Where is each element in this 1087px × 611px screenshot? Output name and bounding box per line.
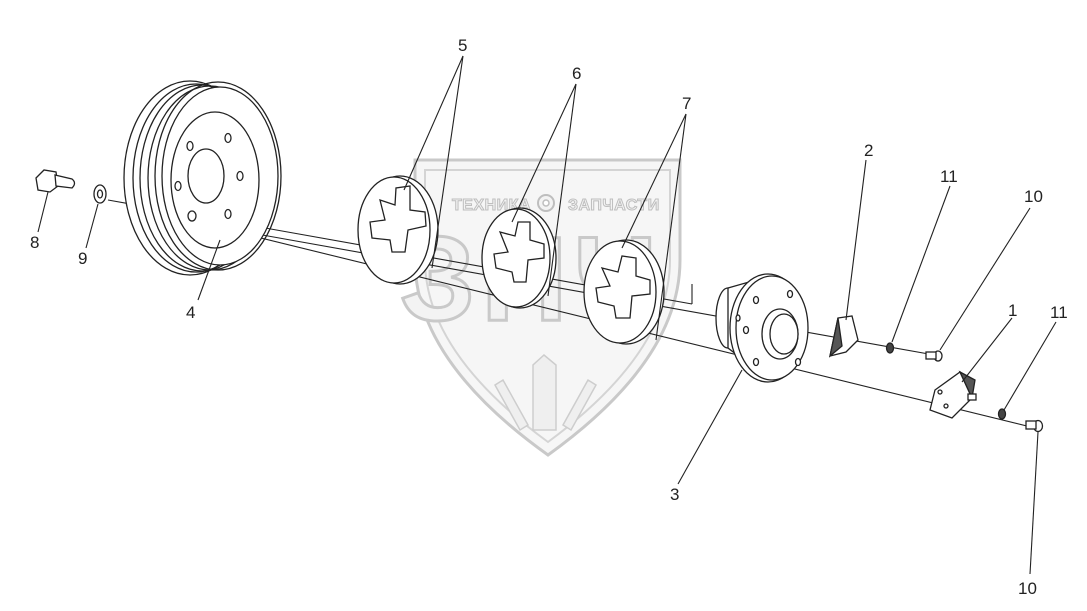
nut-part-11-lower [997,408,1007,420]
callout-4: 4 [186,303,195,322]
watermark-shield [413,158,682,457]
callout-8: 8 [30,233,39,252]
washer-part-9 [93,184,107,204]
screw-part-10-upper [925,350,943,362]
gear-icon [537,194,555,212]
bolt-part-8 [35,169,76,193]
disc-part-5 [357,175,439,285]
callout-11-upper: 11 [940,167,958,186]
callout-9: 9 [78,249,87,268]
callout-11-lower: 11 [1050,303,1068,322]
disc-part-7 [583,239,665,345]
bracket-part-2 [828,315,859,358]
callout-labels: 1 2 3 4 5 6 7 8 9 10 10 11 11 [30,36,1068,598]
screw-part-10-lower [1025,419,1044,433]
leader-lines [37,55,1057,575]
callout-10-lower: 10 [1018,579,1037,598]
hub-part-3 [715,273,809,383]
plate-part-1 [929,370,977,419]
callout-6: 6 [572,64,581,83]
callout-2: 2 [864,141,873,160]
callout-1: 1 [1008,301,1017,320]
callout-5: 5 [458,36,467,55]
wheat-icon [493,354,598,432]
disc-part-6 [481,207,557,309]
callout-10-upper: 10 [1024,187,1043,206]
watermark-right-text: ЗАПЧАСТИ [568,197,660,214]
callout-7: 7 [682,94,691,113]
callout-3: 3 [670,485,679,504]
pulley-part-4 [123,80,282,276]
nut-part-11-upper [885,342,895,354]
